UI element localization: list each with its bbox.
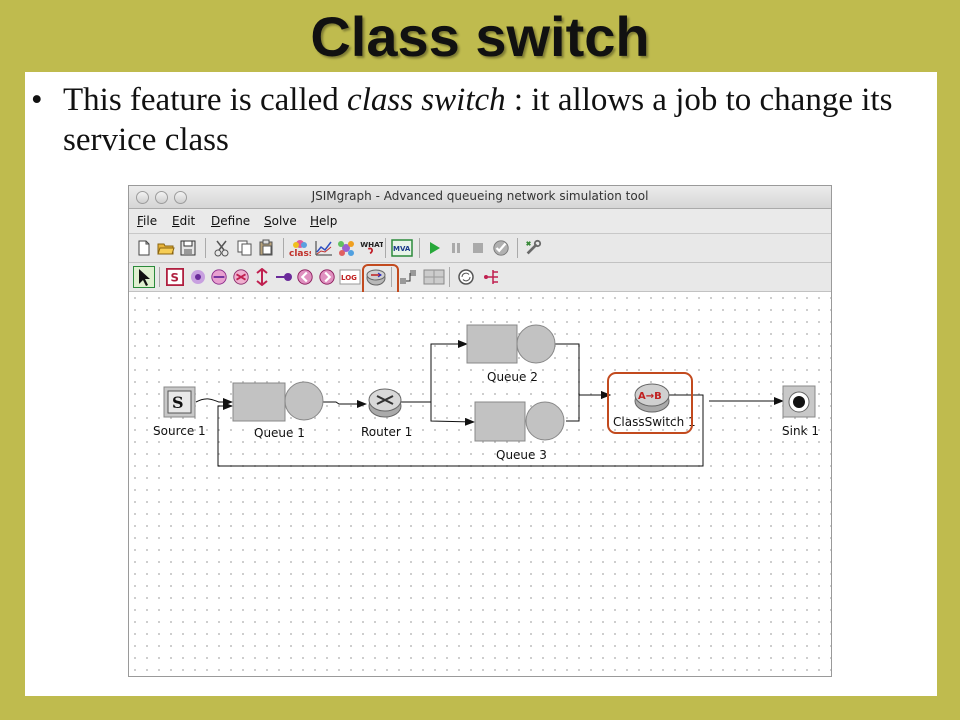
label-source-1: Source 1: [153, 424, 206, 438]
menu-bar: File Edit Define Solve Help: [129, 209, 831, 234]
save-icon[interactable]: [179, 239, 197, 257]
bullet-text-start: This feature is called: [63, 82, 348, 118]
svg-text:A→B: A→B: [638, 391, 662, 402]
label-queue-1: Queue 1: [254, 426, 305, 440]
node-router-1[interactable]: [368, 388, 402, 418]
play-icon[interactable]: [425, 239, 443, 257]
stop-icon[interactable]: [469, 239, 487, 257]
performance-chart-icon[interactable]: [315, 239, 333, 257]
class-switch-tool-icon[interactable]: [365, 266, 387, 288]
menu-solve[interactable]: Solve: [264, 214, 297, 228]
paste-icon[interactable]: [257, 239, 275, 257]
modify-defaults-icon[interactable]: [491, 239, 511, 257]
svg-text:WHAT IF: WHAT IF: [360, 240, 383, 249]
semaphore-tool-icon[interactable]: [317, 268, 337, 286]
zoom-window-button[interactable]: [174, 191, 187, 204]
tree-layout-icon[interactable]: [483, 268, 501, 286]
mva-icon[interactable]: MVA: [391, 239, 413, 257]
link-queue3-classswitch[interactable]: [566, 391, 611, 422]
pause-icon[interactable]: [447, 239, 465, 257]
queue-tool-icon[interactable]: [231, 268, 251, 286]
node-queue-2[interactable]: [466, 324, 556, 364]
wrench-settings-icon[interactable]: [523, 239, 543, 257]
connect-tool-icon[interactable]: [399, 268, 417, 286]
svg-text:MVA: MVA: [393, 245, 411, 253]
svg-text:LOG: LOG: [341, 274, 357, 282]
label-sink-1: Sink 1: [782, 424, 819, 438]
cut-icon[interactable]: [213, 239, 231, 257]
window-title: JSIMgraph - Advanced queueing network si…: [311, 189, 649, 203]
minimize-window-button[interactable]: [155, 191, 168, 204]
main-toolbar: class WHAT IF MVA: [129, 234, 831, 263]
refresh-icon[interactable]: [457, 268, 475, 286]
node-queue-1[interactable]: [232, 381, 324, 422]
component-toolbar: S LOG: [129, 263, 831, 292]
fork-tool-icon[interactable]: [253, 268, 271, 286]
svg-text:S: S: [172, 393, 184, 412]
select-tool-icon[interactable]: [133, 266, 155, 288]
jsimgraph-window: JSIMgraph - Advanced queueing network si…: [128, 185, 832, 677]
label-queue-2: Queue 2: [487, 370, 538, 384]
network-diagram: S Source 1 Queue 1 Router 1: [153, 324, 819, 467]
label-classswitch-1: ClassSwitch 1: [613, 415, 696, 429]
logger-tool-icon[interactable]: [295, 268, 315, 286]
link-router-queue3[interactable]: [401, 401, 475, 426]
close-window-button[interactable]: [136, 191, 149, 204]
label-queue-3: Queue 3: [496, 448, 547, 462]
menu-file[interactable]: File: [137, 214, 158, 228]
classswitch-highlight: [607, 372, 693, 434]
bullet-text: This feature is called class switch : it…: [63, 80, 923, 160]
slide-title: Class switch: [310, 5, 650, 68]
bullet-text-end: : it allows a job to change its service …: [63, 82, 893, 158]
multi-class-icon[interactable]: [337, 239, 355, 257]
window-titlebar: JSIMgraph - Advanced queueing network si…: [129, 186, 831, 209]
menu-edit[interactable]: Edit: [172, 214, 196, 228]
menu-help[interactable]: Help: [310, 214, 338, 228]
node-sink-1[interactable]: [782, 385, 816, 418]
slide-content: • This feature is called class switch : …: [25, 72, 937, 696]
what-if-icon[interactable]: WHAT IF: [359, 239, 383, 257]
node-source-1[interactable]: S: [163, 386, 196, 418]
svg-text:S: S: [171, 271, 179, 285]
log-tool-icon[interactable]: LOG: [339, 268, 361, 286]
bullet-dot: •: [31, 82, 43, 118]
graph-canvas[interactable]: S Source 1 Queue 1 Router 1: [129, 292, 831, 676]
link-router-queue2[interactable]: [401, 340, 468, 403]
node-classswitch-1[interactable]: A→B: [634, 383, 670, 413]
copy-icon[interactable]: [235, 239, 253, 257]
label-router-1: Router 1: [361, 425, 412, 439]
join-tool-icon[interactable]: [275, 268, 293, 286]
class-icon[interactable]: class: [289, 239, 311, 257]
place-tool-icon[interactable]: [423, 268, 445, 286]
new-file-icon[interactable]: [135, 239, 153, 257]
link-source-queue1[interactable]: [195, 398, 233, 406]
link-classswitch-queue1[interactable]: [217, 394, 704, 467]
delay-tool-icon[interactable]: [209, 268, 229, 286]
svg-text:class: class: [289, 249, 311, 257]
open-folder-icon[interactable]: [157, 239, 175, 257]
sink-tool-icon[interactable]: [189, 268, 207, 286]
bullet-text-italic: class switch: [347, 82, 506, 118]
link-queue2-classswitch[interactable]: [555, 343, 611, 399]
link-queue1-router[interactable]: [322, 400, 367, 408]
source-tool-icon[interactable]: S: [165, 268, 185, 286]
menu-define[interactable]: Define: [211, 214, 251, 228]
node-queue-3[interactable]: [474, 401, 565, 442]
